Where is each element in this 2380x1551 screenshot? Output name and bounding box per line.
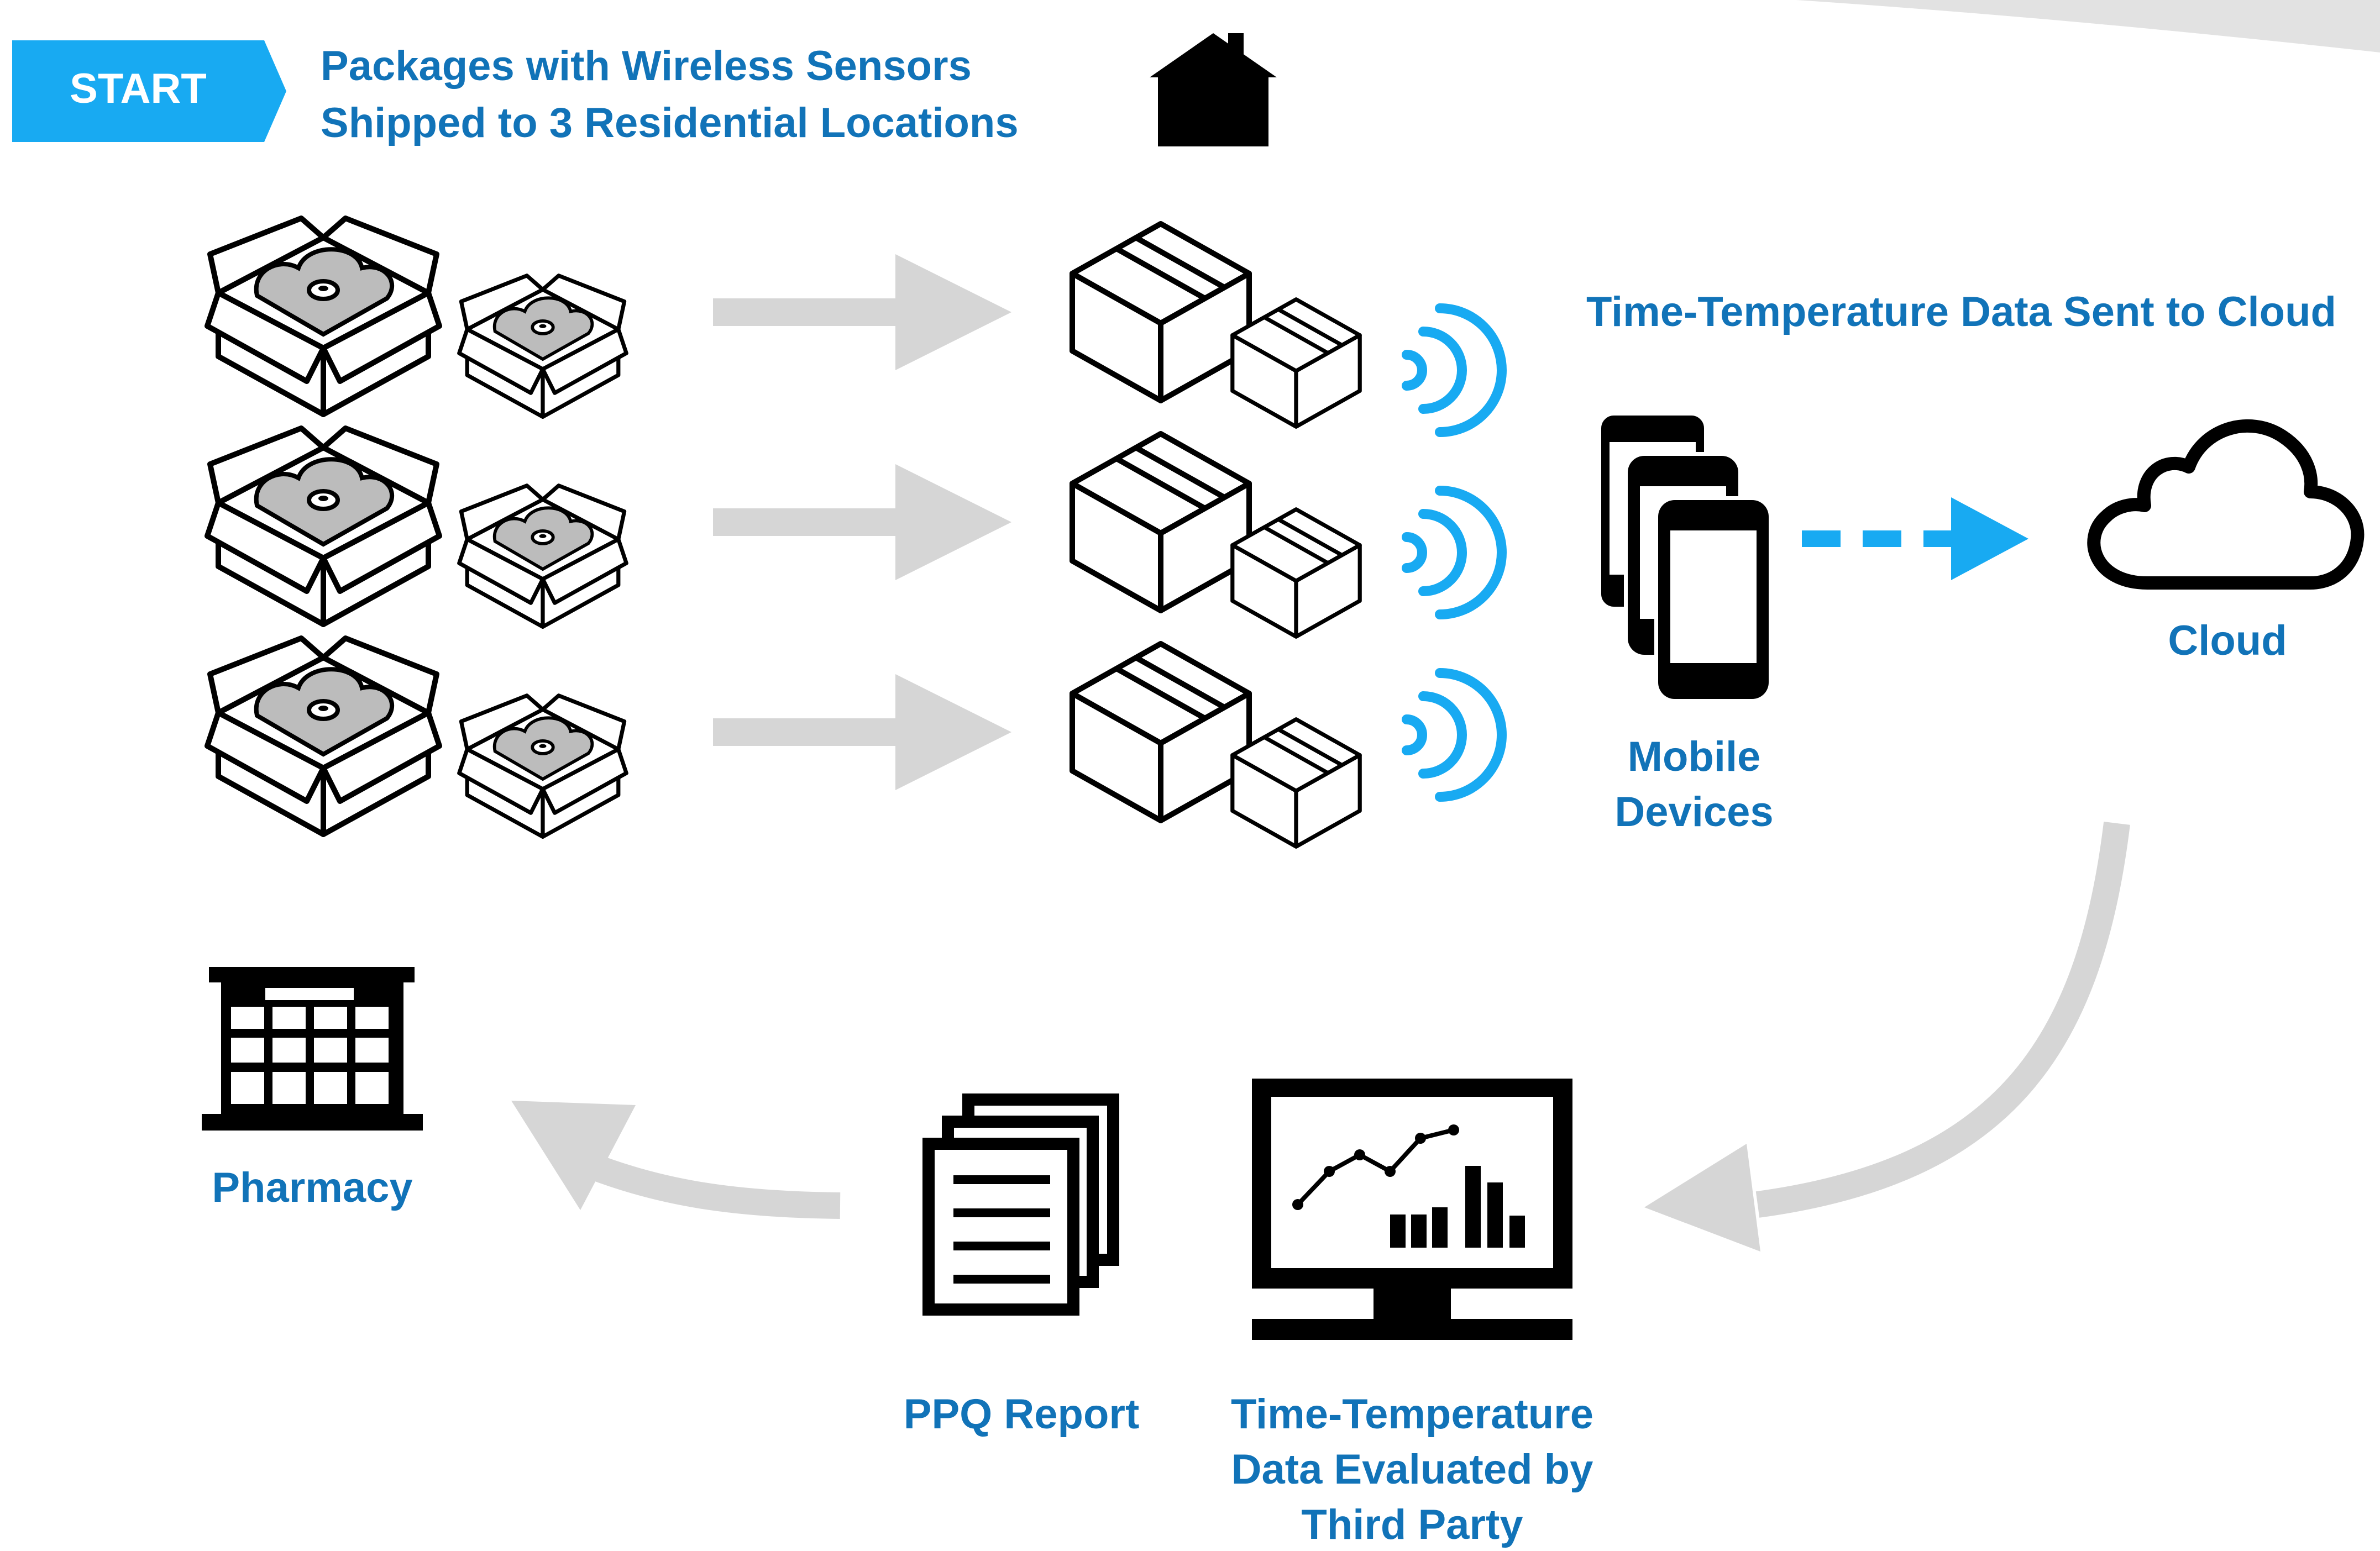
cloud-icon [2087,419,2365,590]
mobile-label-line1: Mobile [1628,733,1761,780]
monitor-chart-icon [1252,1079,1572,1340]
wireless-signal-icon [1407,673,1502,797]
open-box-icon [207,218,439,414]
evaluation-label-line2: Data Evaluated by [1231,1446,1593,1493]
return-arrow [1644,822,2130,1252]
report-documents-icon [922,1093,1119,1316]
closed-box-icon [1072,224,1249,401]
shipment-row-2 [207,428,1502,637]
cloud-heading: Time-Temperature Data Sent to Cloud [1586,288,2336,335]
wireless-signal-icon [1407,491,1502,614]
mobile-label-line2: Devices [1614,788,1773,835]
shipment-row-3 [207,638,1502,847]
closed-box-icon [1072,644,1249,821]
evaluation-label-line1: Time-Temperature [1231,1391,1593,1438]
open-box-icon [207,428,439,624]
start-badge: START [12,40,286,142]
house-icon [1150,33,1277,146]
background-arc [1796,0,2380,52]
cloud-label: Cloud [2168,617,2287,664]
evaluation-label-line3: Third Party [1301,1501,1523,1548]
upload-arrow [1802,497,2028,580]
ship-arrow [713,464,1011,580]
wireless-signal-icon [1407,308,1502,432]
open-box-icon [459,486,626,627]
ppq-label: PPQ Report [904,1391,1140,1438]
ship-arrow [713,674,1011,790]
closed-box-icon [1072,434,1249,611]
start-label: START [70,65,207,112]
open-box-icon [207,638,439,834]
start-text-line1: Packages with Wireless Sensors [321,43,972,90]
pharmacy-building-icon [202,967,423,1131]
start-text-line2: Shipped to 3 Residential Locations [321,99,1019,146]
shipment-row-1 [207,218,1502,432]
ship-arrow [713,254,1011,370]
to-pharmacy-arrow [511,1101,841,1219]
open-box-icon [459,696,626,837]
open-box-icon [459,276,626,417]
pharmacy-label: Pharmacy [212,1164,412,1211]
mobile-devices-icon [1593,408,1773,703]
